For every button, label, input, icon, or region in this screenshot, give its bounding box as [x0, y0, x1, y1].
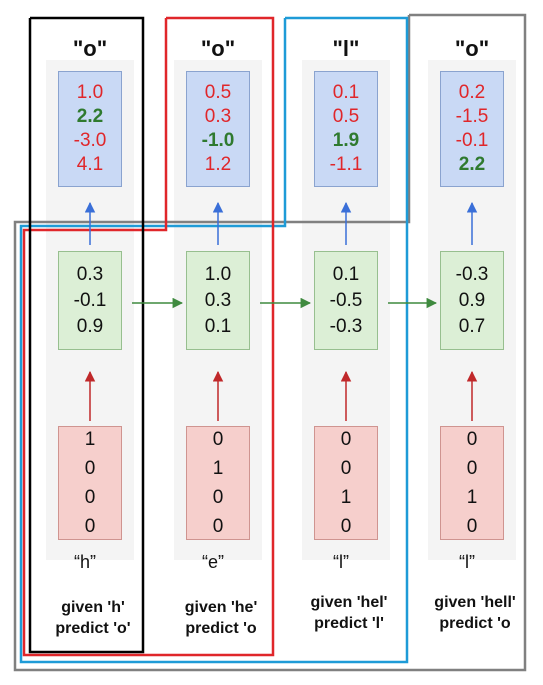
hidden-value: -0.3	[455, 263, 489, 285]
step-caption: given 'hel' predict 'l'	[286, 592, 412, 634]
input-value: 0	[84, 458, 96, 479]
input-value: 1	[466, 487, 478, 508]
hidden-value: 0.1	[204, 315, 232, 337]
hidden-value: 0.9	[76, 315, 104, 337]
output-value: 0.3	[204, 106, 232, 127]
output-logits-box: 0.1 0.5 1.9 -1.1	[314, 71, 378, 187]
caption-given: given 'hel'	[310, 594, 388, 611]
input-char-label: “e”	[202, 552, 224, 572]
input-value: 0	[340, 429, 352, 450]
hidden-value: 0.9	[458, 289, 486, 311]
caption-predict: predict 'o	[185, 620, 257, 637]
input-value: 1	[340, 487, 352, 508]
input-value: 0	[340, 516, 352, 537]
output-value-correct: -1.0	[201, 130, 235, 151]
output-value: -1.5	[455, 106, 489, 127]
hidden-value: -0.5	[329, 289, 363, 311]
output-value: -1.1	[329, 154, 363, 175]
blue-frame-step-3	[19, 16, 409, 664]
caption-given: given 'hell'	[434, 594, 516, 611]
red-frame-step-2	[22, 16, 275, 657]
hidden-value: 0.3	[76, 263, 104, 285]
caption-predict: predict 'o	[439, 615, 511, 632]
output-value: 0.1	[332, 82, 360, 103]
output-value: -3.0	[73, 130, 107, 151]
input-char-label: “l”	[333, 552, 349, 572]
step-caption: given 'hell' predict 'o	[412, 592, 538, 634]
output-label: "o"	[454, 36, 490, 61]
caption-given: given 'he'	[184, 599, 258, 616]
hidden-value: -0.1	[73, 289, 107, 311]
hidden-value: 0.1	[332, 263, 360, 285]
output-value: 0.5	[204, 82, 232, 103]
input-value: 0	[212, 487, 224, 508]
output-value-correct: 1.9	[332, 130, 360, 151]
output-label: "o"	[200, 36, 236, 61]
output-value-correct: 2.2	[76, 106, 104, 127]
black-frame-step-1	[28, 16, 145, 654]
caption-predict: predict 'o'	[55, 620, 131, 637]
output-logits-box: 0.2 -1.5 -0.1 2.2	[440, 71, 504, 187]
input-char-label: “l”	[459, 552, 475, 572]
output-value-correct: 2.2	[458, 154, 486, 175]
input-value: 0	[84, 487, 96, 508]
output-label: "o"	[72, 36, 108, 61]
input-value: 0	[340, 458, 352, 479]
caption-given: given 'h'	[61, 599, 125, 616]
output-logits-box: 1.0 2.2 -3.0 4.1	[58, 71, 122, 187]
output-value: 0.5	[332, 106, 360, 127]
input-onehot-box: 0 0 1 0	[314, 426, 378, 540]
caption-predict: predict 'l'	[314, 615, 384, 632]
input-value: 1	[84, 429, 96, 450]
output-label: "l"	[332, 36, 360, 61]
hidden-value: 0.3	[204, 289, 232, 311]
step-caption: given 'h' predict 'o'	[30, 597, 156, 639]
input-value: 0	[212, 429, 224, 450]
input-value: 0	[466, 516, 478, 537]
output-value: 1.2	[204, 154, 232, 175]
output-value: 0.2	[458, 82, 486, 103]
output-value: 4.1	[76, 154, 104, 175]
input-value: 0	[84, 516, 96, 537]
hidden-value: 0.7	[458, 315, 486, 337]
hidden-value: -0.3	[329, 315, 363, 337]
hidden-state-box: -0.3 0.9 0.7	[440, 251, 504, 350]
hidden-state-box: 1.0 0.3 0.1	[186, 251, 250, 350]
hidden-state-box: 0.1 -0.5 -0.3	[314, 251, 378, 350]
input-value: 0	[212, 516, 224, 537]
input-value: 0	[466, 429, 478, 450]
output-logits-box: 0.5 0.3 -1.0 1.2	[186, 71, 250, 187]
hidden-value: 1.0	[204, 263, 232, 285]
input-value: 0	[466, 458, 478, 479]
input-onehot-box: 0 0 1 0	[440, 426, 504, 540]
hidden-state-box: 0.3 -0.1 0.9	[58, 251, 122, 350]
step-caption: given 'he' predict 'o	[158, 597, 284, 639]
input-char-label: “h”	[74, 552, 96, 572]
output-value: -0.1	[455, 130, 489, 151]
input-value: 1	[212, 458, 224, 479]
gray-frame-step-4	[13, 13, 527, 672]
input-onehot-box: 0 1 0 0	[186, 426, 250, 540]
input-onehot-box: 1 0 0 0	[58, 426, 122, 540]
output-value: 1.0	[76, 82, 104, 103]
